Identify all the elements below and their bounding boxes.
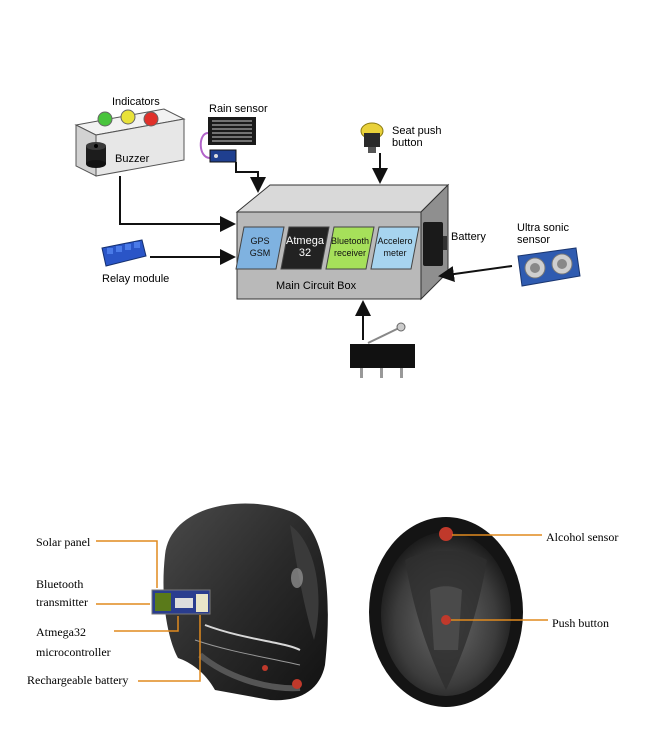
green-indicator-light (98, 112, 112, 126)
helmet-side-photo (152, 503, 328, 700)
module-label-2-1: Bluetooth (331, 236, 369, 246)
buzzer-icon (86, 142, 106, 168)
module-label-0-2: GSM (250, 248, 271, 258)
ultrasonic-label-2: sensor (517, 234, 550, 246)
atmega-label-1: Atmega32 (36, 625, 86, 639)
battery-label: Battery (451, 231, 486, 243)
battery-callout-label: Rechargeable battery (27, 673, 128, 687)
push-button-label: Push button (552, 616, 609, 630)
bluetooth-label-1: Bluetooth (36, 577, 83, 591)
micro-switch-icon (350, 323, 415, 378)
module-label-1-1: Atmega (286, 235, 325, 247)
helmet-inner-photo (369, 517, 523, 707)
module-label-1-2: 32 (299, 247, 311, 259)
yellow-indicator-light (121, 110, 135, 124)
bluetooth-label-2: transmitter (36, 595, 88, 609)
relay-module-label: Relay module (102, 273, 169, 285)
buzzer-label: Buzzer (115, 153, 150, 165)
relay-module-icon (102, 240, 146, 266)
seat-push-button-icon (361, 123, 383, 153)
indicators-label: Indicators (112, 96, 160, 108)
rain-sensor-icon (201, 117, 256, 162)
main-box-label: Main Circuit Box (276, 280, 357, 292)
ultrasonic-label-1: Ultra sonic (517, 222, 569, 234)
module-label-2-2: receiver (334, 248, 366, 258)
module-label-0-1: GPS (250, 236, 269, 246)
seat-push-button-label-2: button (392, 137, 423, 149)
seat-push-button-label-1: Seat push (392, 125, 442, 137)
red-indicator-light (144, 112, 158, 126)
ultrasonic-sensor-icon (518, 248, 580, 286)
indicators-box (76, 109, 184, 176)
atmega-label-2: microcontroller (36, 645, 111, 659)
module-label-3-2: meter (383, 248, 406, 258)
module-label-3-1: Accelero (377, 236, 412, 246)
alcohol-sensor-label: Alcohol sensor (546, 530, 618, 544)
rain-sensor-label: Rain sensor (209, 103, 268, 115)
solar-panel-label: Solar panel (36, 535, 91, 549)
